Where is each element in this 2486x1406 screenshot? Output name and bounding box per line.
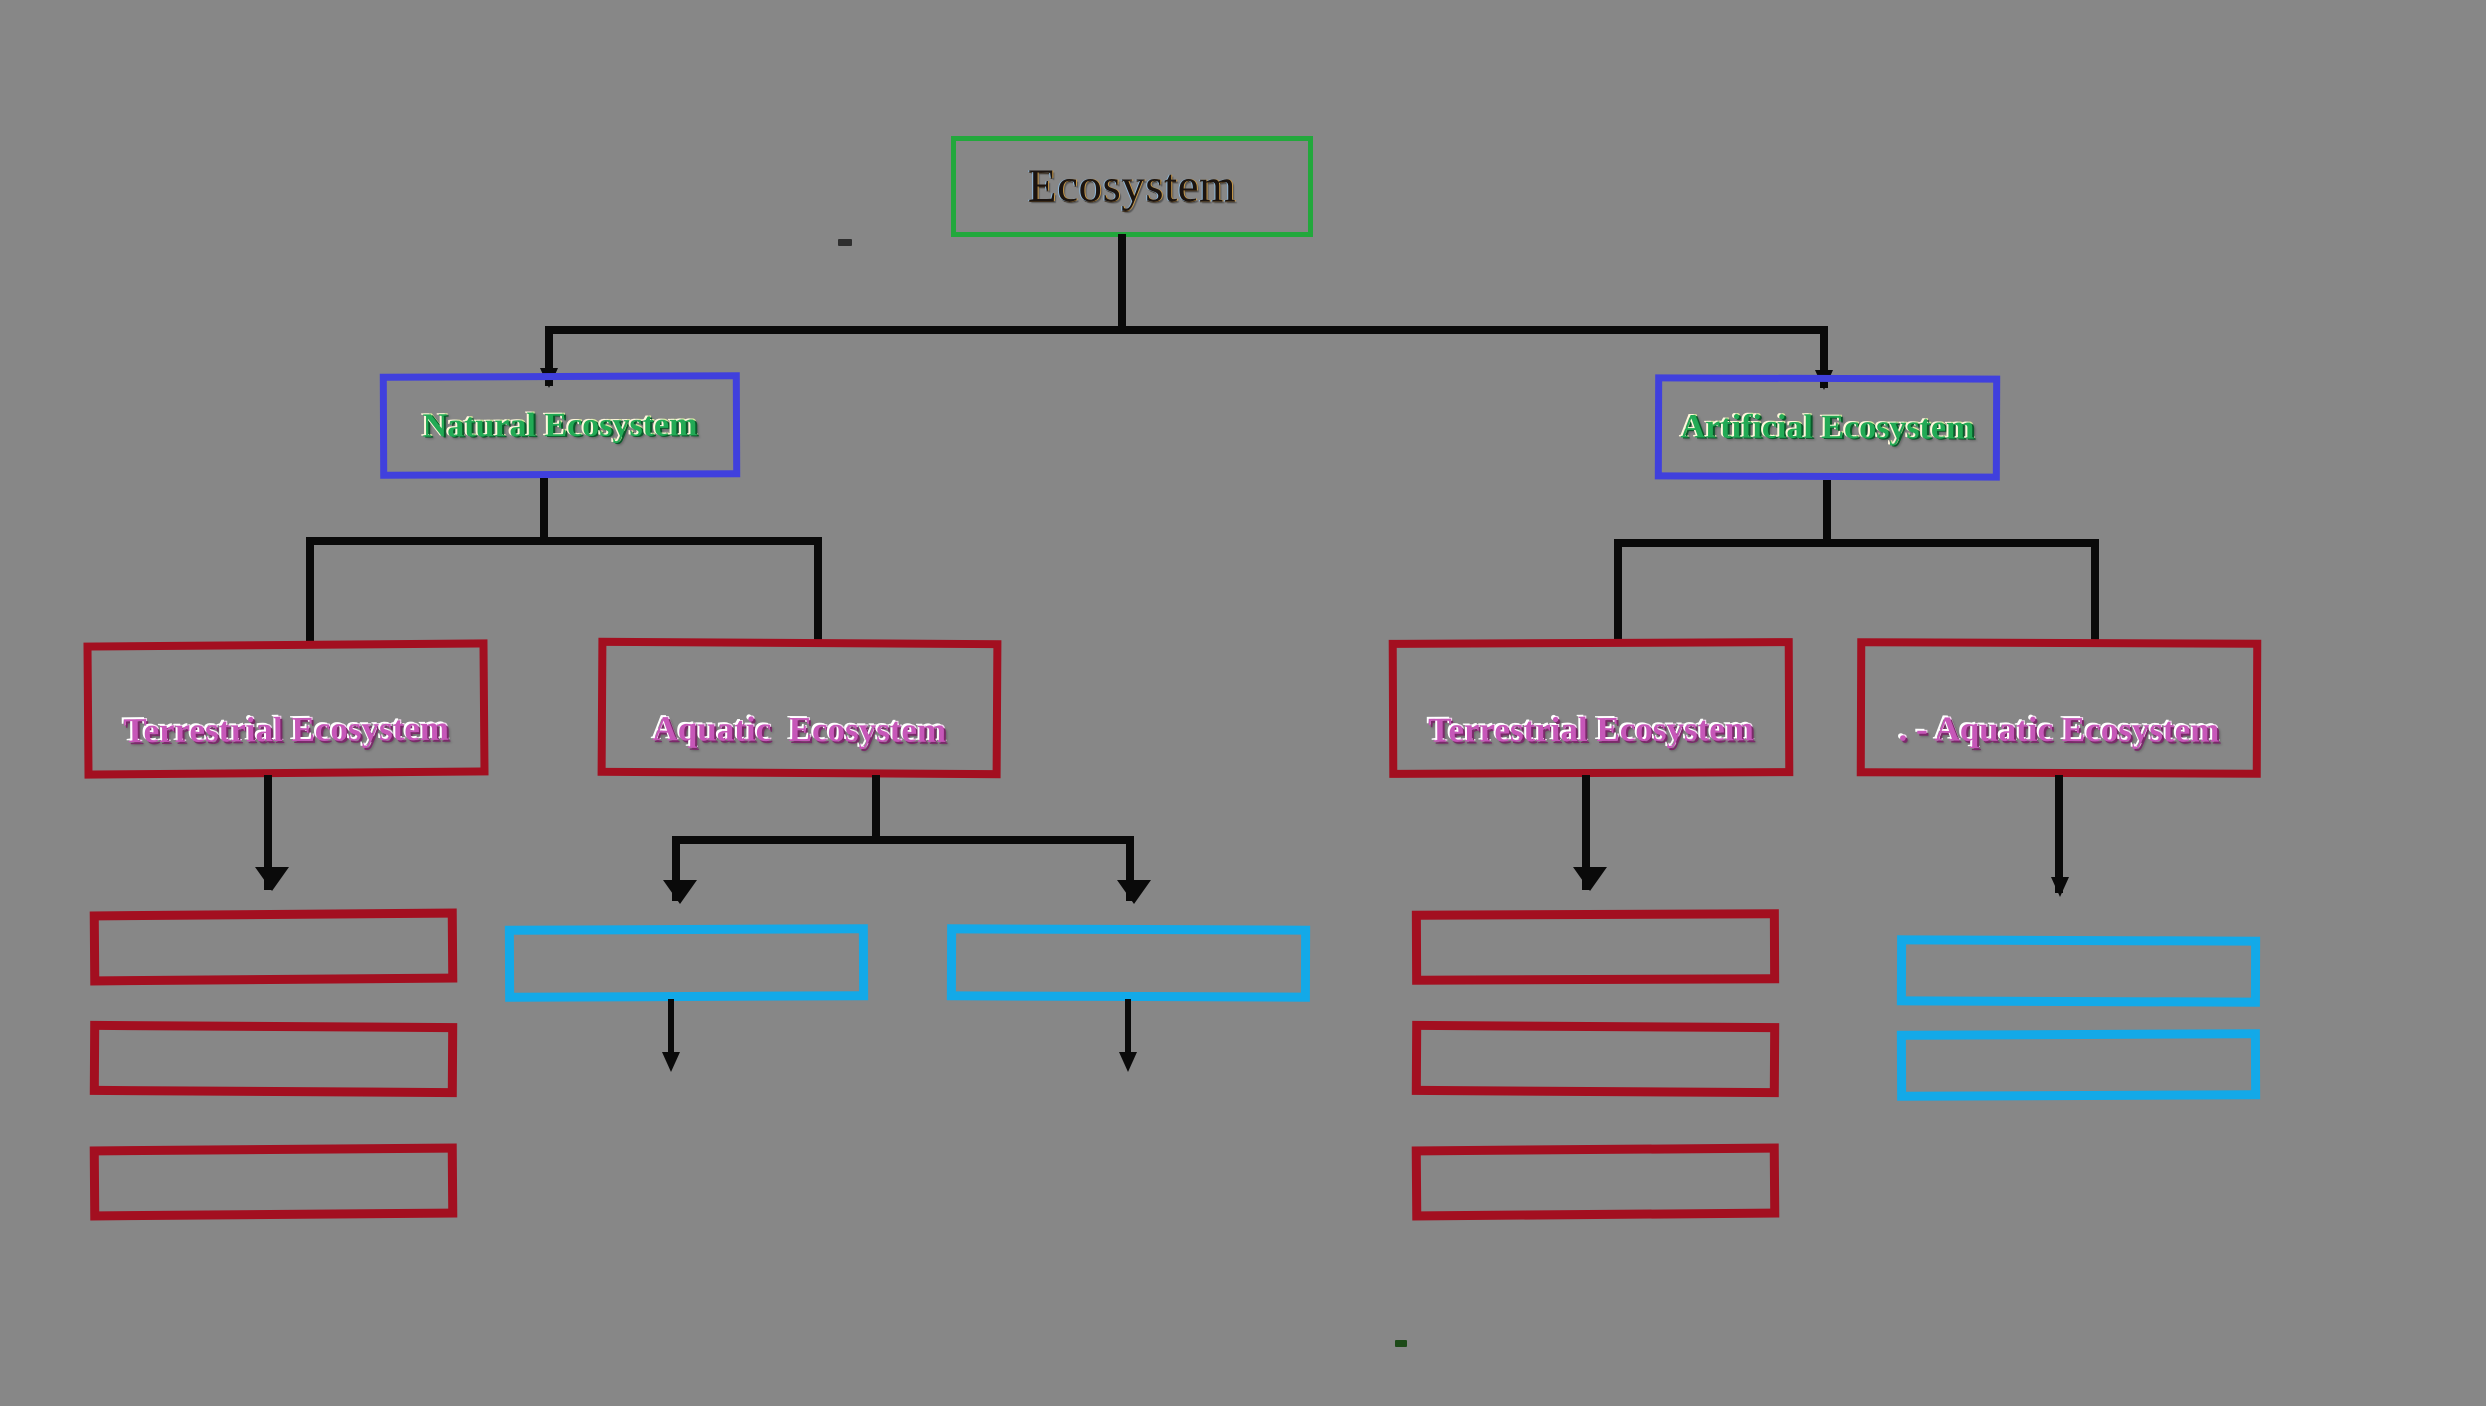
connector-dangling-left [668,999,674,1061]
node-label: Natural Ecosystem [422,405,698,445]
node-artificial-aquatic-ecosystem[interactable]: . - Aquatic Ecosystem [1856,638,2262,778]
node-empty-natural-terrestrial-2[interactable] [89,1020,458,1098]
arrowhead-nat-aqua-right [1117,880,1151,904]
connector-art-aqua-stem [2055,775,2063,893]
connector-artificial-to-terrestrial [1614,539,1622,642]
connector-nat-aqua-left [672,836,680,901]
connector-artificial-to-aquatic [2091,539,2099,642]
node-empty-natural-aquatic-left[interactable] [504,924,869,1002]
node-natural-terrestrial-ecosystem[interactable]: Terrestrial Ecosystem [83,639,489,779]
connector-artificial-stem [1823,480,1831,545]
node-artificial-terrestrial-ecosystem[interactable]: Terrestrial Ecosystem [1388,638,1794,778]
node-empty-natural-terrestrial-1[interactable] [89,908,458,986]
node-empty-artificial-aquatic-1[interactable] [1896,935,2261,1007]
node-artificial-ecosystem[interactable]: Artificial Ecosystem [1654,374,2001,481]
arrowhead-dangling-left [662,1052,680,1072]
connector-nat-aqua-bar [672,836,1134,844]
arrowhead-art-aqua [2051,877,2069,897]
node-empty-artificial-terrestrial-2[interactable] [1411,1020,1780,1098]
stray-mark-upper [838,239,852,246]
arrowhead-nat-terr [255,867,289,891]
node-label: Artificial Ecosystem [1680,407,1975,447]
node-empty-artificial-terrestrial-1[interactable] [1411,909,1780,985]
node-label: Ecosystem [1027,160,1237,212]
node-label: Aquatic Ecosystem [652,709,947,750]
connector-dangling-right [1125,999,1131,1061]
connector-root-to-natural [545,326,553,386]
connector-root-stem [1118,234,1126,332]
connector-natural-to-terrestrial [306,537,314,642]
node-label: . - Aquatic Ecosystem [1898,709,2220,750]
connector-nat-aqua-stem [872,775,880,844]
connector-art-terr-stem [1582,775,1590,890]
connector-natural-bar [306,537,822,545]
connector-nat-aqua-right [1126,836,1134,901]
node-label: Terrestrial Ecosystem [1428,709,1754,750]
node-ecosystem-root[interactable]: Ecosystem [951,136,1313,237]
arrowhead-dangling-right [1119,1052,1137,1072]
node-natural-ecosystem[interactable]: Natural Ecosystem [379,372,741,479]
arrowhead-root-to-artificial [1815,370,1833,390]
connector-root-bar [545,326,1828,334]
arrowhead-nat-aqua-left [663,880,697,904]
connector-root-to-artificial [1820,326,1828,388]
arrowhead-art-terr [1573,867,1607,891]
node-empty-artificial-terrestrial-3[interactable] [1411,1143,1780,1221]
stray-mark-lower [1395,1340,1407,1347]
node-empty-natural-terrestrial-3[interactable] [89,1143,458,1221]
connector-natural-stem [540,478,548,543]
connector-artificial-bar [1614,539,2099,547]
node-natural-aquatic-ecosystem[interactable]: Aquatic Ecosystem [597,637,1002,779]
connector-nat-terr-stem [264,775,272,890]
node-empty-artificial-aquatic-2[interactable] [1896,1029,2261,1101]
connector-natural-to-aquatic [814,537,822,642]
node-label: Terrestrial Ecosystem [123,708,450,751]
node-empty-natural-aquatic-right[interactable] [946,924,1311,1002]
arrowhead-root-to-natural [540,368,558,388]
